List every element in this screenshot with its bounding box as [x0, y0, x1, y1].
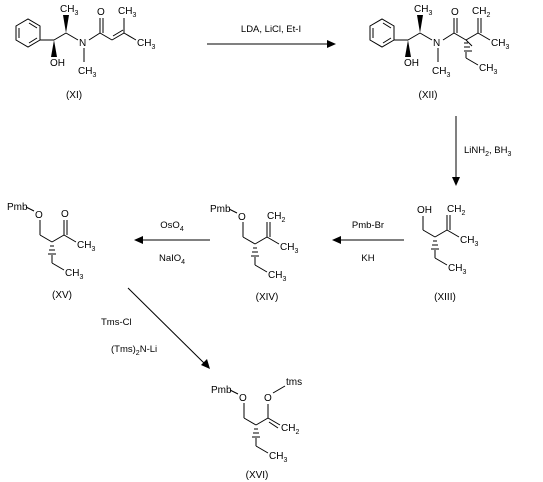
compound-xiii: OH CH2 CH3 CH3 (XIII) — [417, 204, 478, 303]
compound-xv: Pmb O O CH3 CH3 (XV) — [7, 202, 95, 301]
xii-ch3-right-label: CH3 — [491, 38, 509, 51]
compound-xvi: Pmb O O tms CH2 CH3 (XVI) — [211, 377, 302, 481]
xiv-ch3-right-label: CH3 — [280, 242, 298, 255]
compound-label-xvi: (XVI) — [246, 470, 269, 481]
compound-label-xi: (XI) — [66, 90, 82, 101]
conditions-xiii-xiv-1: Pmb-Br — [352, 220, 384, 231]
conditions-xiv-xv-1: OsO4 — [160, 220, 184, 233]
xi-n-label: N — [79, 38, 86, 49]
xv-ketone-o-label: O — [61, 209, 69, 220]
xi-ch3-label: CH3 — [60, 4, 78, 17]
compound-xiv: Pmb O CH2 CH3 CH3 (XIV) — [210, 204, 298, 303]
xii-ethyl-ch3-label: CH3 — [479, 63, 497, 76]
arrow-xv-to-xvi: Tms-Cl (Tms)2N-Li — [101, 287, 210, 369]
xiii-ethyl-ch3-label: CH3 — [448, 263, 466, 276]
xvi-ethyl-ch3-label: CH3 — [269, 451, 287, 464]
xvi-pmb-label: Pmb — [211, 385, 232, 396]
conditions-xv-xvi-1: Tms-Cl — [101, 317, 132, 328]
conditions-xv-xvi-2: (Tms)2N-Li — [111, 344, 157, 357]
conditions-xiii-xiv-2: KH — [361, 253, 374, 264]
xii-ch3-label: CH3 — [414, 4, 432, 17]
xi-nch3-label: CH3 — [78, 66, 96, 79]
compound-label-xiii: (XIII) — [434, 292, 456, 303]
xvi-o-label: O — [239, 393, 247, 404]
xiii-ch3-right-label: CH3 — [460, 235, 478, 248]
xi-ch3-right-label: CH3 — [137, 38, 155, 51]
xii-ch2-label: CH2 — [472, 6, 490, 19]
arrow-xi-to-xii: LDA, LiCl, Et-I — [207, 24, 336, 48]
xiv-ethyl-ch3-label: CH3 — [268, 270, 286, 283]
arrow-xiv-to-xv: OsO4 NaIO4 — [134, 220, 210, 266]
xii-nch3-label: CH3 — [432, 66, 450, 79]
compound-xi: OH CH3 N CH3 O CH3 CH3 (XI) — [15, 4, 155, 101]
xii-n-label: N — [433, 38, 440, 49]
xii-o-label: O — [451, 7, 459, 18]
compound-xii: OH CH3 N CH3 O CH3 CH2 CH3 (XII) — [369, 4, 509, 101]
xi-oh-label: OH — [50, 58, 65, 69]
xvi-tms-label: tms — [286, 377, 302, 388]
conditions-xiv-xv-2: NaIO4 — [159, 253, 185, 266]
xi-o-label: O — [97, 7, 105, 18]
xiv-ch2-label: CH2 — [267, 211, 285, 224]
arrow-xiii-to-xiv: Pmb-Br KH — [332, 220, 404, 264]
xv-ch3-right-label: CH3 — [77, 240, 95, 253]
xvi-ch2-label: CH2 — [281, 423, 299, 436]
compound-label-xv: (XV) — [52, 290, 72, 301]
conditions-xi-xii: LDA, LiCl, Et-I — [241, 24, 301, 35]
xv-pmb-label: Pmb — [7, 202, 28, 213]
xvi-enol-o-label: O — [264, 393, 272, 404]
compound-label-xiv: (XIV) — [256, 292, 279, 303]
arrow-xii-to-xiii: LiNH2, BH3 — [452, 116, 512, 186]
xv-o-label: O — [35, 210, 43, 221]
xiv-pmb-label: Pmb — [210, 204, 231, 215]
xiv-o-label: O — [238, 212, 246, 223]
compound-label-xii: (XII) — [419, 90, 438, 101]
xii-oh-label: OH — [404, 58, 419, 69]
xiii-ch2-label: CH2 — [447, 204, 465, 217]
xi-ch3-top-label: CH3 — [118, 6, 136, 19]
xv-ethyl-ch3-label: CH3 — [65, 268, 83, 281]
conditions-xii-xiii: LiNH2, BH3 — [464, 145, 512, 158]
xiii-oh-label: OH — [417, 205, 432, 216]
